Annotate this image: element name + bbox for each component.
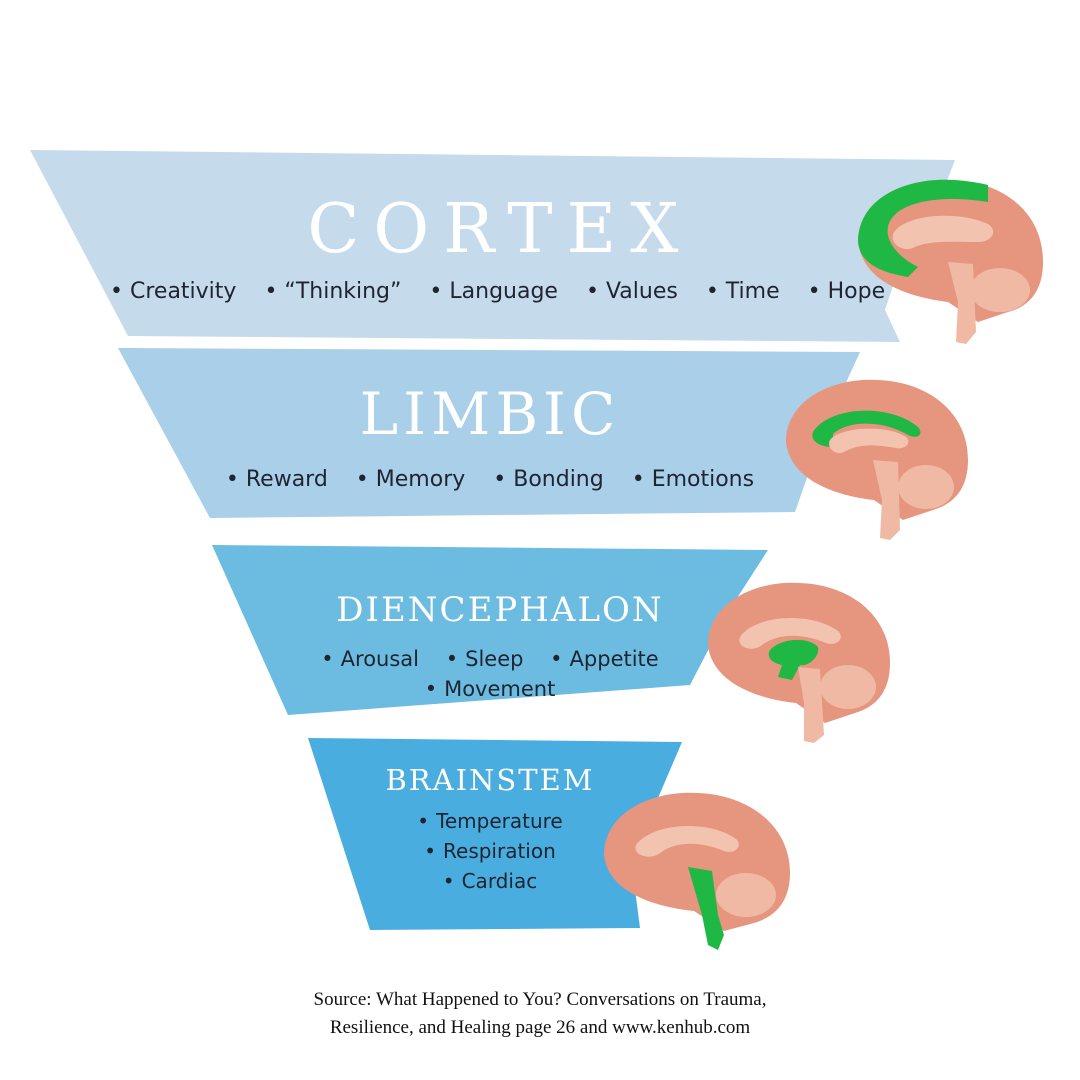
- list-item: Bonding: [493, 467, 603, 492]
- list-item: Arousal: [321, 644, 419, 674]
- tier-title-diencephalon: DIENCEPHALON: [336, 590, 664, 630]
- tier-title-cortex: CORTEX: [307, 190, 693, 269]
- list-item: Temperature: [370, 806, 610, 836]
- list-item: “Thinking”: [264, 279, 401, 304]
- list-item: Respiration: [370, 836, 610, 866]
- list-item: Sleep: [446, 644, 523, 674]
- brain-cortex-highlight-icon: [858, 179, 1043, 344]
- list-item: Time: [706, 279, 780, 304]
- list-item: Language: [429, 279, 558, 304]
- list-item: Values: [586, 279, 678, 304]
- tier-items-diencephalon: Arousal Sleep Appetite Movement: [290, 644, 690, 704]
- source-caption: Source: What Happened to You? Conversati…: [0, 986, 1080, 1042]
- tier-items-brainstem: Temperature Respiration Cardiac: [370, 806, 610, 896]
- brain-diencephalon-highlight-icon: [708, 582, 890, 743]
- list-item: Hope: [808, 279, 886, 304]
- list-item: Cardiac: [370, 866, 610, 896]
- brain-brainstem-highlight-icon: [604, 792, 790, 950]
- tier-title-limbic: LIMBIC: [359, 380, 621, 448]
- list-item: Reward: [226, 467, 328, 492]
- list-item: Creativity: [110, 279, 236, 304]
- tier-title-brainstem: BRAINSTEM: [385, 763, 595, 797]
- list-item: Emotions: [632, 467, 754, 492]
- source-line-2: Resilience, and Healing page 26 and www.…: [329, 1017, 751, 1038]
- source-line-1: Source: What Happened to You? Conversati…: [313, 989, 767, 1010]
- list-item: Movement: [425, 674, 555, 704]
- brain-limbic-highlight-icon: [786, 379, 968, 540]
- list-item: Appetite: [550, 644, 659, 674]
- tier-items-limbic: Reward Memory Bonding Emotions: [200, 467, 780, 492]
- tier-items-cortex: Creativity “Thinking” Language Values Ti…: [110, 279, 885, 304]
- list-item: Memory: [356, 467, 465, 492]
